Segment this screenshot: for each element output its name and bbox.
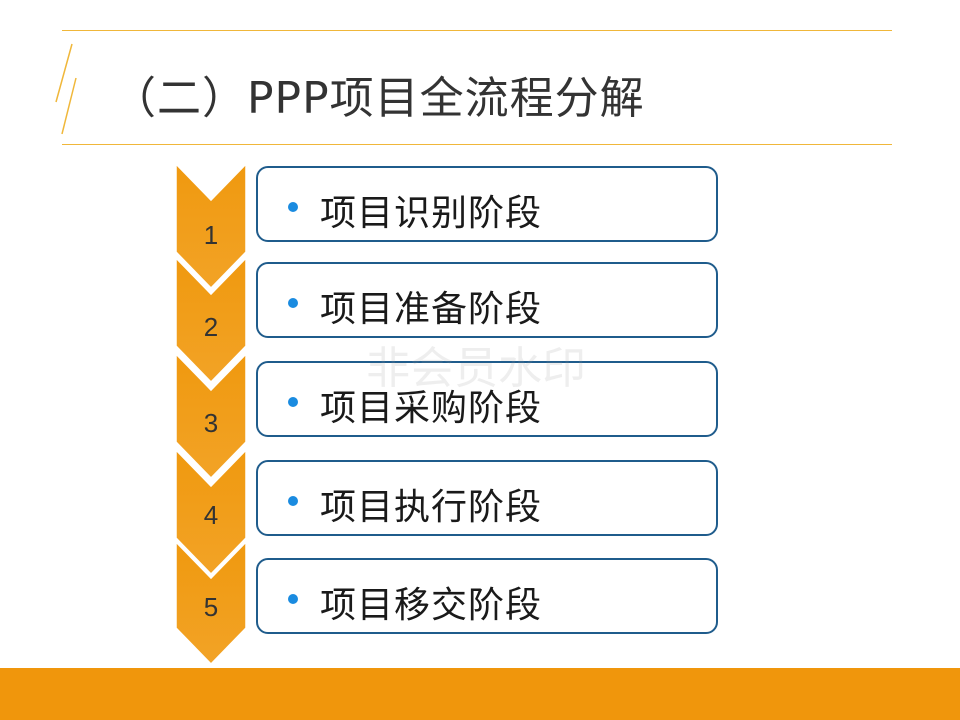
step-chevrons — [176, 164, 246, 664]
chevron-3 — [176, 352, 246, 480]
stage-label: 项目准备阶段 — [320, 289, 543, 330]
stage-label: 项目采购阶段 — [320, 388, 543, 429]
chevron-2 — [176, 256, 246, 384]
step-number-3: 3 — [203, 408, 219, 438]
step-number-2: 2 — [203, 312, 219, 342]
bullet-icon — [288, 202, 298, 212]
title-rule-bottom — [62, 144, 892, 145]
bullet-icon — [288, 298, 298, 308]
step-number-4: 4 — [203, 500, 219, 530]
chevron-5 — [176, 540, 246, 664]
stage-label: 项目识别阶段 — [320, 193, 543, 234]
stage-box-procurement: 项目采购阶段 — [256, 361, 718, 437]
bullet-icon — [288, 594, 298, 604]
stage-label: 项目移交阶段 — [320, 585, 543, 626]
stage-box-transfer: 项目移交阶段 — [256, 558, 718, 634]
stage-box-execution: 项目执行阶段 — [256, 460, 718, 536]
bullet-icon — [288, 496, 298, 506]
stage-label: 项目执行阶段 — [320, 487, 543, 528]
slide-title: （二）PPP项目全流程分解 — [112, 73, 645, 124]
title-slash-decoration — [55, 43, 77, 135]
stage-box-identification: 项目识别阶段 — [256, 166, 718, 242]
title-rule-top — [62, 30, 892, 31]
stage-box-preparation: 项目准备阶段 — [256, 262, 718, 338]
bullet-icon — [288, 397, 298, 407]
chevron-1 — [176, 164, 246, 290]
step-number-1: 1 — [203, 220, 219, 250]
watermark: 非会员水印 — [366, 343, 586, 394]
footer-bar — [0, 668, 960, 720]
chevron-4 — [176, 448, 246, 576]
step-number-5: 5 — [203, 592, 219, 622]
